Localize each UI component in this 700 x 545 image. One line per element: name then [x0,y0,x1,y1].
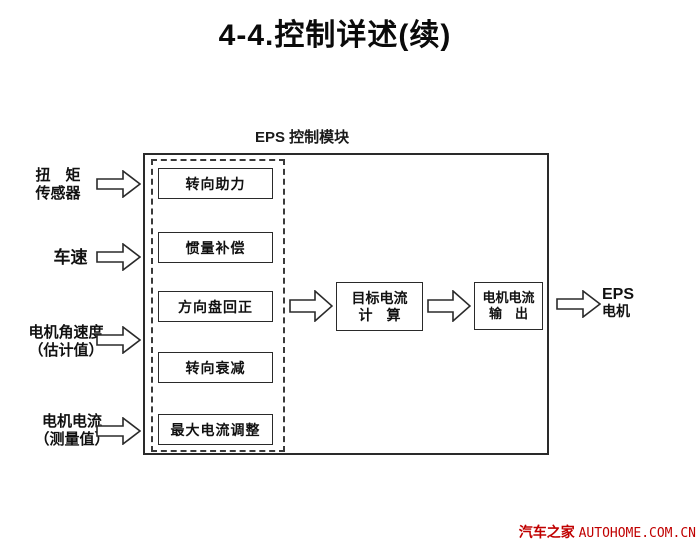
flow-arrow-icon [289,289,334,327]
input-label-line: 电机电流 [41,413,102,430]
input-arrow-icon [96,242,142,276]
watermark-site: 汽车之家 [518,524,575,540]
input-label-torque-sensor: 扭 矩 传感器 [22,167,94,203]
output-label-line: 电机 [602,303,630,319]
box-text-line: 目标电流 [351,289,408,306]
eps-module-label: EPS 控制模块 [255,129,350,146]
target-current-calc-box: 目标电流 计 算 [336,282,423,331]
output-label-line: EPS [602,286,635,303]
page-title: 4-4.控制详述(续) [218,19,452,52]
output-arrow-icon [556,289,602,323]
input-label-line: （测量值） [34,431,110,448]
input-label-motor-current: 电机电流 （测量值） [34,413,110,449]
box-text-line: 计 算 [358,306,401,323]
input-label-motor-angular-speed: 电机角速度 （估计值） [26,324,106,360]
watermark-domain: AUTOHOME.COM.CN [578,526,696,541]
function-box-steering-damping: 转向衰减 [158,352,273,383]
box-text-line: 电机电流 [482,290,535,305]
input-label-line: （估计值） [28,342,104,359]
input-arrow-icon [96,325,142,359]
input-label-line: 扭 矩 [35,167,81,184]
input-label-vehicle-speed: 车速 [48,249,93,267]
function-box-inertia-compensation: 惯量补偿 [158,232,273,263]
box-text-line: 输 出 [488,306,528,321]
input-label-line: 传感器 [35,185,81,202]
watermark: 汽车之家 AUTOHOME.COM.CN [519,522,696,542]
function-box-steering-assist: 转向助力 [158,168,273,199]
function-box-wheel-return: 方向盘回正 [158,291,273,322]
input-label-line: 电机角速度 [28,324,104,341]
motor-current-output-box: 电机电流 输 出 [474,282,543,330]
function-box-max-current-adjust: 最大电流调整 [158,414,273,445]
flow-arrow-icon [427,289,472,327]
output-label-eps-motor: EPS 电机 [602,286,634,320]
input-label-line: 车速 [53,248,88,267]
input-arrow-icon [96,169,142,203]
input-arrow-icon [96,416,142,450]
